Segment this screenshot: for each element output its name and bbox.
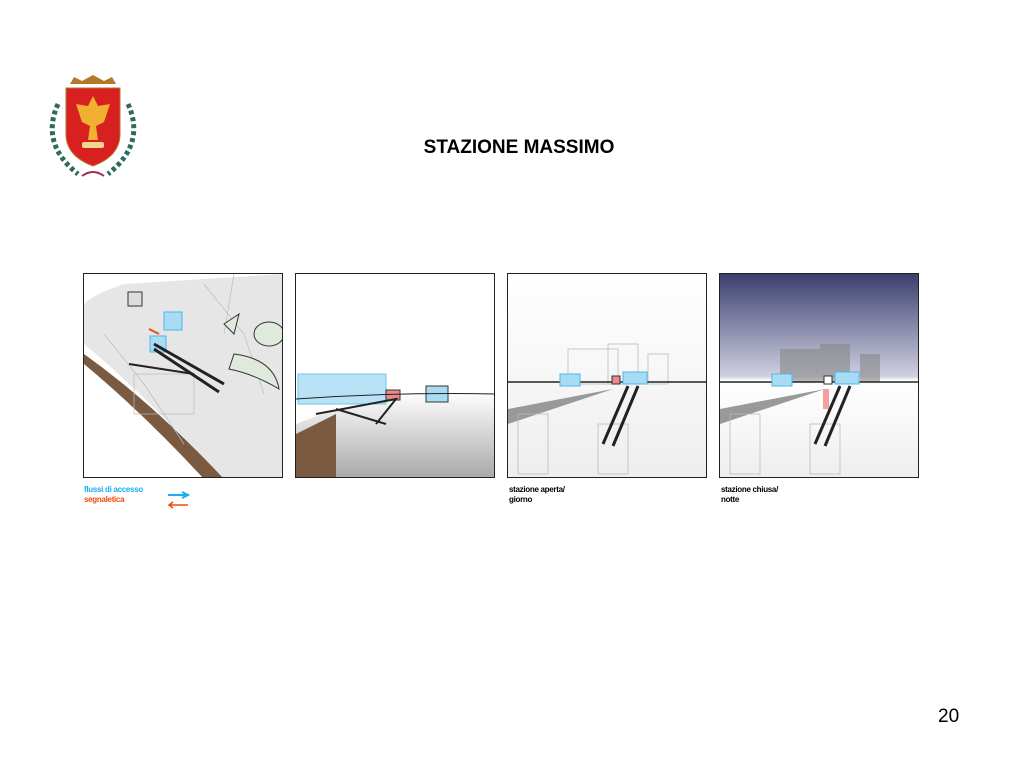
slide-title: STAZIONE MASSIMO bbox=[423, 137, 615, 158]
diagram-panel-station-open-day bbox=[507, 273, 707, 478]
arrow-left-icon bbox=[167, 496, 190, 514]
caption-station-open-day: stazione aperta/ giorno bbox=[509, 485, 565, 505]
legend-item-signage: segnaletica bbox=[84, 495, 125, 505]
caption-line: stazione aperta/ bbox=[509, 485, 565, 494]
caption-line: giorno bbox=[509, 495, 533, 504]
caption-line: stazione chiusa/ bbox=[721, 485, 778, 494]
page-number: 20 bbox=[938, 706, 960, 727]
logo bbox=[38, 74, 148, 184]
legend-label: flussi di accesso bbox=[84, 485, 143, 494]
diagram-panel-station-closed-night bbox=[719, 273, 919, 478]
diagram-panel-section-view bbox=[295, 273, 495, 478]
legend-label: segnaletica bbox=[84, 495, 125, 504]
diagram-panel-plan-view bbox=[83, 273, 283, 478]
legend-item-access-flows: flussi di accesso bbox=[84, 485, 143, 495]
arrow-right-icon bbox=[168, 486, 191, 504]
caption-line: notte bbox=[721, 495, 740, 504]
caption-station-closed-night: stazione chiusa/ notte bbox=[721, 485, 778, 505]
